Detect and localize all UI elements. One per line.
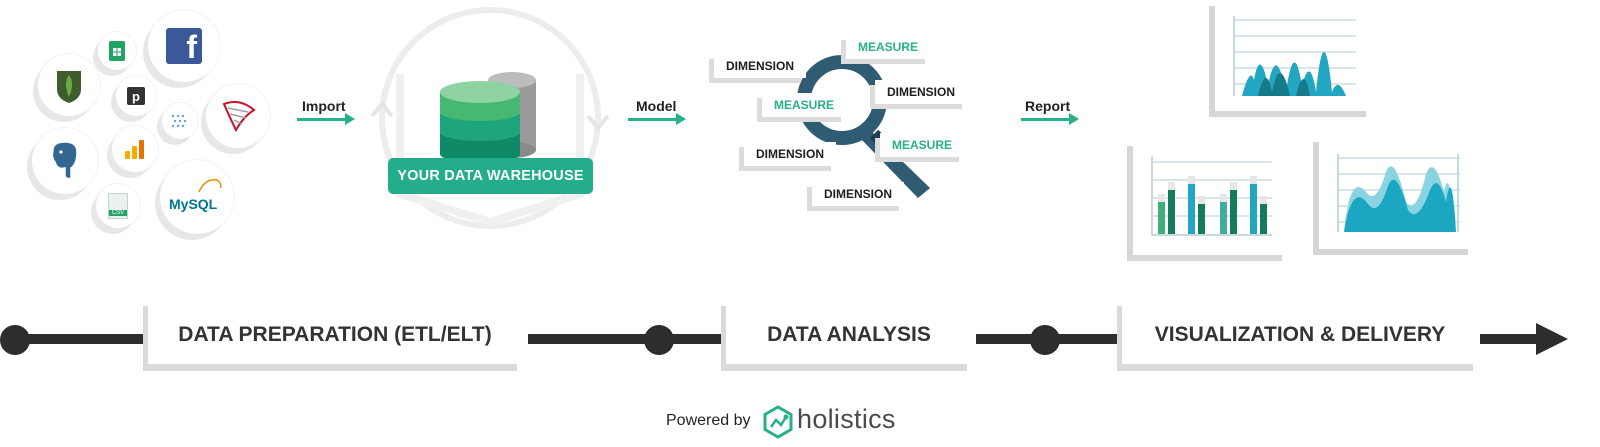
tag-measure-1: MEASURE xyxy=(846,35,931,59)
tag-dimension-4: DIMENSION xyxy=(812,182,905,206)
mysql-bubble: MySQL xyxy=(160,160,234,234)
facebook-icon: f xyxy=(166,28,202,65)
sql-server-bubble xyxy=(206,84,270,148)
tag-dimension-3: DIMENSION xyxy=(744,142,837,166)
timeline-line xyxy=(1480,334,1544,344)
timeline-dot xyxy=(644,325,674,355)
mongodb-bubble xyxy=(38,54,100,116)
model-label: Model xyxy=(636,98,677,114)
producthunt-bubble: p xyxy=(116,76,156,116)
import-label: Import xyxy=(302,98,346,114)
producthunt-icon: p xyxy=(127,87,145,105)
chart-thumbnail-bars xyxy=(1127,146,1282,261)
database-stack-icon xyxy=(440,72,536,163)
report-label: Report xyxy=(1025,98,1071,114)
producthunt-letter: p xyxy=(132,88,140,104)
tag-dimension-1: DIMENSION xyxy=(714,54,807,78)
google-analytics-bubble xyxy=(112,126,158,172)
csv-file-icon: CSV xyxy=(108,193,128,219)
import-arrow xyxy=(297,113,355,125)
google-sheets-bubble xyxy=(98,32,136,70)
facebook-letter: f xyxy=(186,29,197,65)
magnifier-icon xyxy=(797,55,930,198)
chart-thumbnail-peaks xyxy=(1209,6,1366,117)
tag-measure-2: MEASURE xyxy=(762,93,847,117)
stage-data-preparation: DATA PREPARATION (ETL/ELT) xyxy=(148,306,522,364)
csv-bubble: CSV xyxy=(96,184,140,228)
holistics-brand-name: holistics xyxy=(797,404,896,434)
tag-dimension-2: DIMENSION xyxy=(875,80,968,104)
chart-thumbnail-waves xyxy=(1313,142,1468,255)
timeline-dot-start xyxy=(0,325,30,355)
postgresql-icon xyxy=(51,141,78,180)
facebook-bubble: f xyxy=(148,10,220,82)
timeline-line xyxy=(14,334,144,344)
google-analytics-icon xyxy=(125,140,144,159)
stage-data-analysis: DATA ANALYSIS xyxy=(726,306,972,364)
google-sheets-icon xyxy=(109,41,125,61)
model-arrow xyxy=(628,113,686,125)
postgresql-bubble xyxy=(32,128,98,194)
timeline-arrowhead xyxy=(1536,323,1568,355)
mysql-icon: MySQL xyxy=(169,179,225,212)
mongodb-icon xyxy=(57,71,81,103)
data-warehouse-label: YOUR DATA WAREHOUSE xyxy=(388,158,593,194)
segment-bubble xyxy=(162,103,198,139)
holistics-logo-icon xyxy=(763,405,793,439)
tag-measure-3: MEASURE xyxy=(880,133,965,157)
sql-server-icon xyxy=(222,101,256,133)
mysql-logo-text: MySQL xyxy=(169,196,218,212)
segment-icon xyxy=(171,114,187,128)
stage-visualization-delivery: VISUALIZATION & DELIVERY xyxy=(1122,306,1478,364)
warehouse-cycle-graphic xyxy=(370,7,610,229)
csv-file-label: CSV xyxy=(109,210,127,216)
timeline-line xyxy=(528,334,724,344)
report-arrow xyxy=(1021,113,1079,125)
timeline-dot xyxy=(1030,325,1060,355)
powered-by-label: Powered by xyxy=(666,412,751,429)
